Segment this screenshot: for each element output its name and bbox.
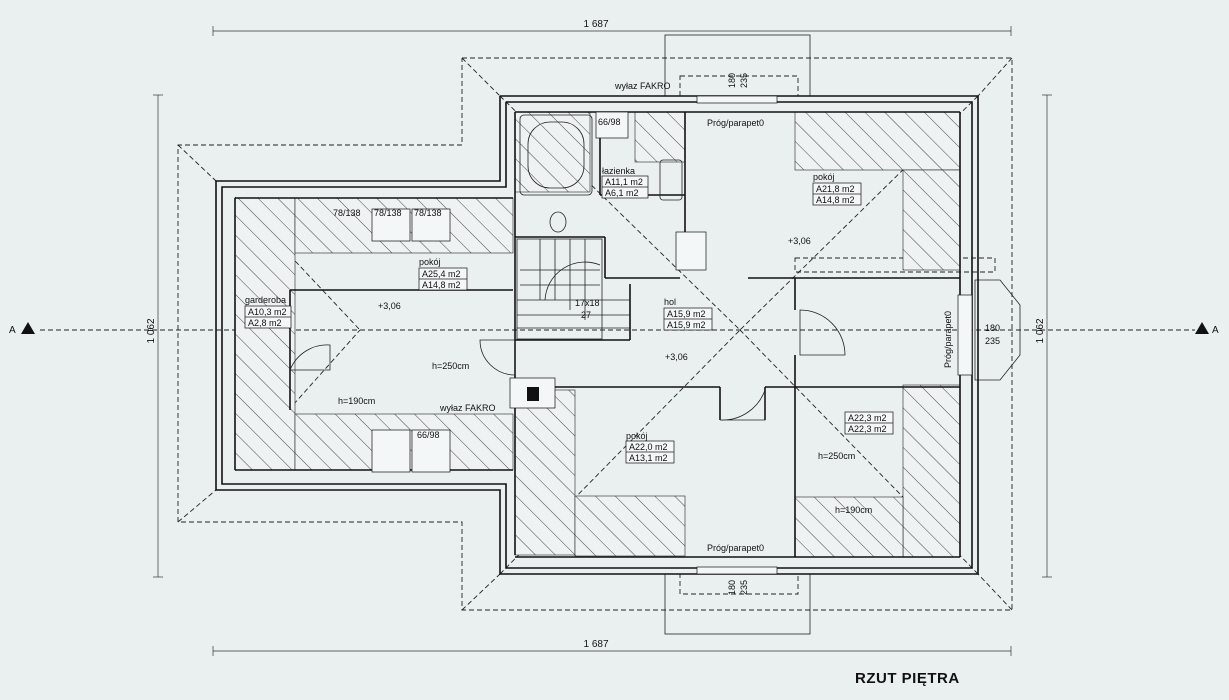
dimension-left: 1 062 bbox=[146, 94, 163, 578]
dim-height-right: 1 062 bbox=[1035, 318, 1046, 343]
level-label-2: +3,06 bbox=[788, 236, 811, 246]
stairs-label: 17x18 bbox=[575, 298, 600, 308]
chimney-icon bbox=[675, 231, 707, 271]
dimension-top: 1 687 bbox=[212, 19, 1012, 36]
roof-window-icon bbox=[411, 429, 451, 473]
hatch-icon bbox=[595, 111, 629, 139]
room-area: A14,8 m2 bbox=[816, 195, 855, 205]
room-area: A14,8 m2 bbox=[422, 280, 461, 290]
section-marker-left-icon bbox=[21, 322, 35, 334]
room-name: hol bbox=[664, 297, 676, 307]
level-label-1: +3,06 bbox=[378, 301, 401, 311]
room-lazienka: łazienka A11,1 m2 A6,1 m2 bbox=[601, 166, 649, 199]
sill-label-bottom: Próg/parapet0 bbox=[707, 543, 764, 553]
dim-width-top: 1 687 bbox=[583, 19, 608, 30]
roofwin-label-1: 78/138 bbox=[333, 208, 361, 218]
sill-label-right: Próg/parapet0 bbox=[943, 311, 953, 368]
skylight-label-bottom: 66/98 bbox=[417, 430, 440, 440]
room-area: A22,3 m2 bbox=[848, 413, 887, 423]
height-label-190-left: h=190cm bbox=[338, 396, 375, 406]
room-name: pokój bbox=[813, 172, 835, 182]
height-label-250-left: h=250cm bbox=[432, 361, 469, 371]
room-area: A13,1 m2 bbox=[629, 453, 668, 463]
win-bottom-180: 180 bbox=[727, 580, 737, 595]
wall-windows bbox=[696, 95, 973, 575]
room-area: A11,1 m2 bbox=[605, 177, 643, 187]
room-area: A15,9 m2 bbox=[667, 309, 706, 319]
roofwin-label-3: 78/138 bbox=[414, 208, 442, 218]
dim-width-bottom: 1 687 bbox=[583, 639, 608, 650]
win-top-180: 180 bbox=[727, 73, 737, 88]
dimension-bottom: 1 687 bbox=[212, 639, 1012, 656]
win-top-235: 235 bbox=[739, 73, 749, 88]
roof-window-icon bbox=[371, 429, 411, 473]
page-title: RZUT PIĘTRA bbox=[855, 670, 960, 687]
room-area: A2,8 m2 bbox=[248, 318, 282, 328]
staircase bbox=[516, 238, 630, 340]
hatched-areas bbox=[234, 111, 961, 558]
hatch-label-top: wyłaz FAKRO bbox=[614, 81, 671, 91]
labels: 78/138 78/138 78/138 66/98 66/98 wyłaz F… bbox=[333, 73, 1000, 595]
washbasin-icon bbox=[659, 159, 683, 201]
win-right-235: 235 bbox=[985, 336, 1000, 346]
height-label-250-right: h=250cm bbox=[818, 451, 855, 461]
room-name: pokój bbox=[626, 431, 648, 441]
roofwin-label-2: 78/138 bbox=[374, 208, 402, 218]
room-area: A21,8 m2 bbox=[816, 184, 855, 194]
sill-label-top: Próg/parapet0 bbox=[707, 118, 764, 128]
room-area: A10,3 m2 bbox=[248, 307, 287, 317]
room-name: łazienka bbox=[602, 166, 635, 176]
room-area: A22,3 m2 bbox=[848, 424, 887, 434]
toilet-icon bbox=[549, 211, 567, 233]
section-line: A A bbox=[9, 322, 1219, 336]
dimension-right: 1 062 bbox=[1035, 94, 1052, 578]
section-label-right: A bbox=[1212, 325, 1219, 336]
skylight-label-top: 66/98 bbox=[598, 117, 621, 127]
room-garderoba: garderoba A10,3 m2 A2,8 m2 bbox=[244, 295, 292, 329]
height-label-190-right: h=190cm bbox=[835, 505, 872, 515]
room-area: A22,0 m2 bbox=[629, 442, 668, 452]
walls bbox=[215, 95, 979, 575]
room-area: A6,1 m2 bbox=[605, 188, 639, 198]
room-pokoj-bottom: pokój A22,0 m2 A13,1 m2 bbox=[625, 431, 675, 464]
room-pokoj-right: A22,3 m2 A22,3 m2 bbox=[844, 411, 894, 435]
roof-windows bbox=[371, 111, 629, 473]
room-name: pokój bbox=[419, 257, 441, 267]
roof-window-icon bbox=[371, 208, 411, 242]
bathroom-fixtures bbox=[509, 114, 707, 409]
room-pokoj-topright: pokój A21,8 m2 A14,8 m2 bbox=[812, 172, 862, 206]
section-label-left: A bbox=[9, 325, 16, 336]
roof-window-icon bbox=[411, 208, 451, 242]
room-name: garderoba bbox=[245, 295, 286, 305]
room-area: A15,9 m2 bbox=[667, 320, 706, 330]
doors bbox=[289, 309, 846, 421]
win-bottom-235: 235 bbox=[739, 580, 749, 595]
hatch-label-bottom: wyłaz FAKRO bbox=[439, 403, 496, 413]
stairs-count: 27 bbox=[581, 310, 591, 320]
room-pokoj-left: pokój A25,4 m2 A14,8 m2 bbox=[418, 257, 468, 291]
dim-height-left: 1 062 bbox=[146, 318, 157, 343]
room-hol: hol A15,9 m2 A15,9 m2 bbox=[663, 297, 713, 331]
level-label-3: +3,06 bbox=[665, 352, 688, 362]
win-right-180: 180 bbox=[985, 323, 1000, 333]
room-area: A25,4 m2 bbox=[422, 269, 461, 279]
section-marker-right-icon bbox=[1195, 322, 1209, 334]
